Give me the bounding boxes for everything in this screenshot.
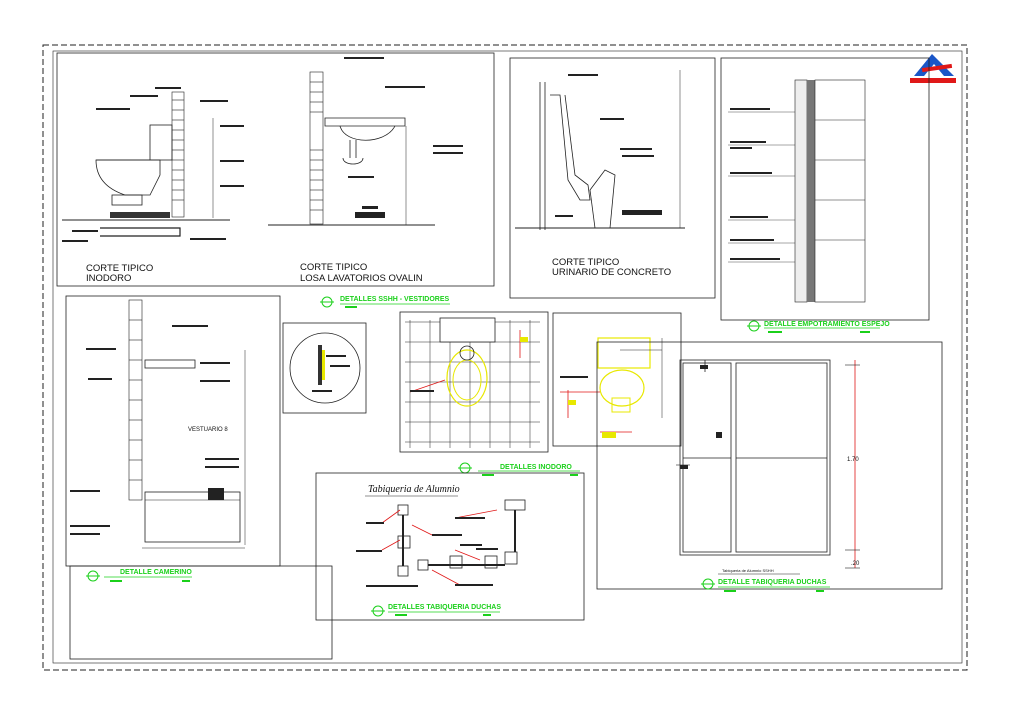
caption-inodoro-2: INODORO	[86, 273, 131, 284]
panel-corte-urinario: CORTE TIPICO URINARIO DE CONCRETO	[509, 57, 716, 299]
panel-tabiqueria-alumno: Tabiqueria de Alumnio DETALLES TABIQUERI…	[315, 472, 585, 621]
caption-losa-2: LOSA LAVATORIOS OVALIN	[300, 273, 423, 284]
title-tabiqueria-duchas-2: DETALLE TABIQUERIA DUCHAS	[718, 579, 827, 586]
section-label-empotramiento: DETALLE EMPOTRAMIENTO ESPEJO	[747, 320, 890, 333]
sheet-inner-border	[52, 50, 963, 664]
title-empotramiento: DETALLE EMPOTRAMIENTO ESPEJO	[764, 321, 890, 328]
caption-tabiqueria-alumno: Tabiqueria de Alumnio	[368, 484, 460, 495]
panel-vestuario: VESTUARIO 8	[65, 295, 281, 567]
title-tabiqueria-duchas: DETALLES TABIQUERIA DUCHAS	[388, 604, 501, 611]
section-label-inodoro: DETALLES INODORO	[458, 462, 580, 476]
caption-losa-1: CORTE TIPICO	[300, 262, 367, 273]
caption-tabiqueria-small: Tabiqueria de Alumnio SSHH	[722, 568, 774, 573]
dim-base: .20	[851, 561, 860, 567]
title-detalles-sshh: DETALLES SSHH - VESTIDORES	[340, 296, 449, 303]
company-logo	[910, 54, 956, 83]
title-detalles-inodoro: DETALLES INODORO	[500, 464, 572, 471]
brick-wall	[171, 91, 185, 218]
panel-empotramiento-espejo	[720, 57, 930, 321]
label-vestuario: VESTUARIO 8	[188, 427, 228, 433]
caption-inodoro-1: CORTE TIPICO	[86, 263, 153, 274]
annotation-lines	[62, 87, 244, 242]
panel-corte-inodoro-losa: CORTE TIPICO INODORO CORTE TIPICO	[56, 52, 495, 287]
caption-urinario-2: URINARIO DE CONCRETO	[552, 267, 671, 278]
partition-frame	[679, 359, 831, 556]
dim-height: 1.70	[847, 457, 859, 463]
title-camerino: DETALLE CAMERINO	[120, 569, 192, 576]
toilet-section	[95, 124, 173, 206]
sink-ovalin	[324, 117, 406, 165]
sheet-border	[42, 44, 968, 671]
panel-detail-circle	[282, 322, 367, 414]
panel-plan-inodoro	[399, 311, 549, 453]
caption-urinario-1: CORTE TIPICO	[552, 257, 619, 268]
section-label-sshh: DETALLES SSHH - VESTIDORES	[320, 296, 450, 308]
panel-tabiqueria-duchas: 1.70 .20 Tabiqueria de Alumnio SSHH DETA…	[596, 341, 943, 592]
section-label-camerino: DETALLE CAMERINO	[69, 565, 333, 660]
brick-wall-losa	[309, 71, 324, 225]
panel-plan-inodoro-dims	[552, 312, 682, 447]
